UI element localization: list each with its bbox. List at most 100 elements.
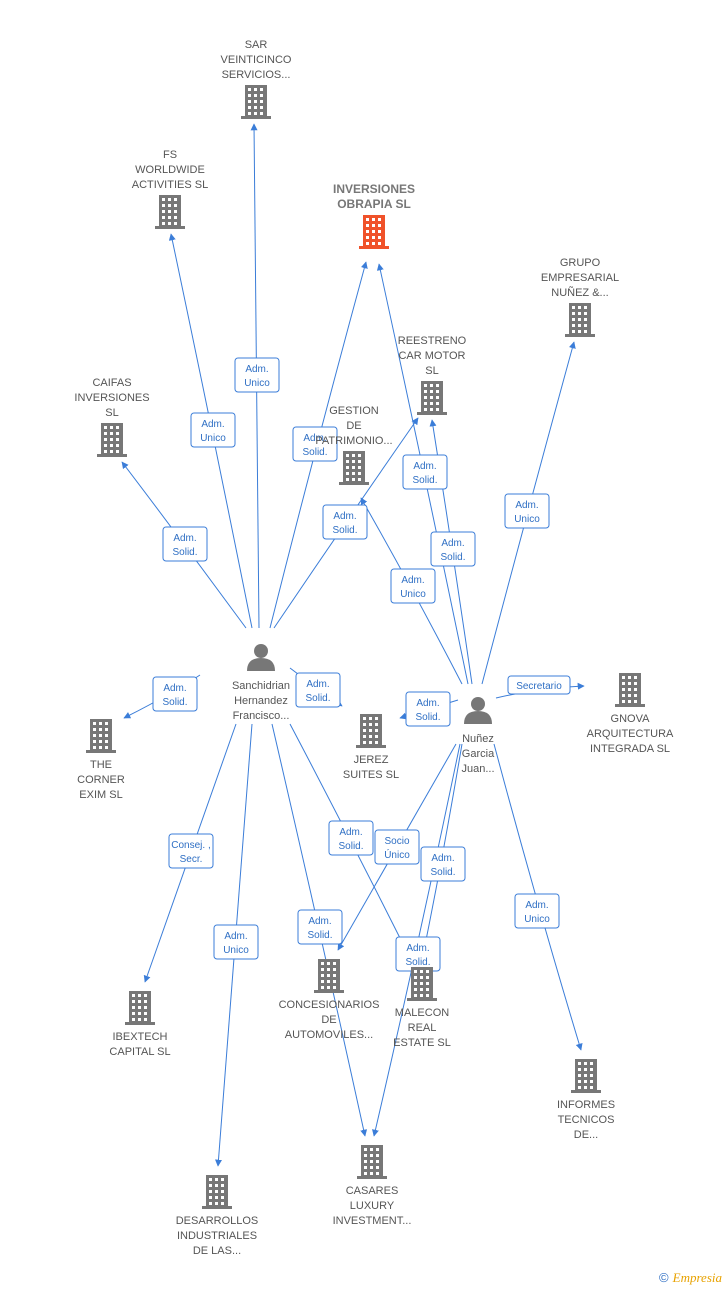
building-window [424,402,427,405]
building-window [366,218,369,221]
edge-label-sanchidrian-to-fs[interactable]: Adm.Unico [190,412,236,448]
node-sanchidrian[interactable]: SanchidrianHernandezFrancisco... [232,644,290,722]
edge-label-nunez-to-gestion[interactable]: Adm.Unico [390,568,436,604]
edge-label-text: Solid. [412,475,437,486]
building-window [634,694,637,697]
building-window [366,242,369,245]
building-window [369,723,372,726]
building-window [369,729,372,732]
building-window [358,478,361,481]
building-window [110,432,113,435]
building-window [215,1196,218,1199]
building-window [372,242,375,245]
node-label-line: Francisco... [233,710,290,722]
edge-label-nunez-to-informes[interactable]: Adm.Unico [514,893,560,929]
building-window [110,438,113,441]
building-window [162,198,165,201]
edge-label-sanchidrian-to-caifas[interactable]: Adm.Solid. [162,526,208,562]
building-window [254,94,257,97]
edge-label-nunez-to-gnova[interactable]: Secretario [507,675,571,695]
edge-label-text: Adm. [525,900,548,911]
edge-label-text: Adm. [333,511,356,522]
building-window [370,1148,373,1151]
edge-label-nunez-to-grupo[interactable]: Adm.Unico [504,493,550,529]
building-window [132,1012,135,1015]
building-window [104,444,107,447]
node-informes[interactable]: INFORMESTECNICOSDE... [557,1059,615,1141]
edge-label-sanchidrian-to-jerez[interactable]: Adm.Solid. [295,672,341,708]
building-window [424,384,427,387]
node-label-line: THE [90,759,112,771]
building-window [174,198,177,201]
node-label-line: PATRIMONIO... [315,435,392,447]
edge-label-sanchidrian-to-ibextech[interactable]: Consej. ,Secr. [168,833,214,869]
person-icon [464,697,492,724]
building-window [370,1172,373,1175]
edge-label-sanchidrian-to-desarrollos[interactable]: Adm.Unico [213,924,259,960]
building-icon [202,1175,232,1209]
building-window [378,224,381,227]
edge-label-text: Unico [244,378,270,389]
building-window [105,722,108,725]
building-window [105,734,108,737]
building-window [144,1000,147,1003]
building-icon [339,451,369,485]
edge-label-sanchidrian-to-inversiones[interactable]: Adm.Solid. [292,426,338,462]
node-label-line: VEINTICINCO [221,54,292,66]
building-window [634,688,637,691]
building-window [221,1190,224,1193]
edge-label-text: Adm. [163,683,186,694]
building-window [628,688,631,691]
building-window [144,1006,147,1009]
building-window [144,994,147,997]
building-window [420,994,423,997]
building-window [376,1160,379,1163]
building-window [138,1000,141,1003]
edge-label-sanchidrian-to-corner[interactable]: Adm.Solid. [152,676,198,712]
node-casares[interactable]: CASARESLUXURYINVESTMENT... [333,1145,412,1227]
building-window [364,1172,367,1175]
edge-label-sanchidrian-to-sar[interactable]: Adm.Unico [234,357,280,393]
edge-label-nunez-to-malecon[interactable]: Adm.Solid. [420,846,466,882]
node-sar[interactable]: SARVEINTICINCOSERVICIOS... [221,39,292,119]
edge-label-sanchidrian-to-malecon[interactable]: Adm.Solid. [328,820,374,856]
building-icon [314,959,344,993]
building-window [358,460,361,463]
building-window [414,970,417,973]
node-gestion[interactable]: GESTIONDEPATRIMONIO... [315,405,393,485]
node-concesionarios[interactable]: CONCESIONARIOSDEAUTOMOVILES... [279,959,380,1041]
building-window [358,466,361,469]
building-window [572,330,575,333]
node-label-line: INFORMES [557,1099,615,1111]
building-window [333,962,336,965]
edge-label-text: Solid. [302,447,327,458]
building-base [417,412,447,415]
building-window [215,1178,218,1181]
edge-label-nunez-to-inversiones[interactable]: Adm.Solid. [402,454,448,490]
node-nunez[interactable]: NuñezGarciaJuan... [461,697,495,775]
building-base [314,990,344,993]
building-window [584,1062,587,1065]
building-window [174,222,177,225]
edge-label-nunez-to-casares[interactable]: Adm.Solid. [395,936,441,972]
edge-label-sanchidrian-to-casares[interactable]: Adm.Solid. [297,909,343,945]
edge-label-nunez-to-jerez[interactable]: Adm.Solid. [405,691,451,727]
building-window [376,1172,379,1175]
edge-label-box [168,833,214,869]
building-window [420,988,423,991]
edge-label-nunez-to-reestreno[interactable]: Adm.Solid. [430,531,476,567]
edge-label-sanchidrian-to-reestreno[interactable]: Adm.Solid. [322,504,368,540]
edge-label-box [504,493,550,529]
